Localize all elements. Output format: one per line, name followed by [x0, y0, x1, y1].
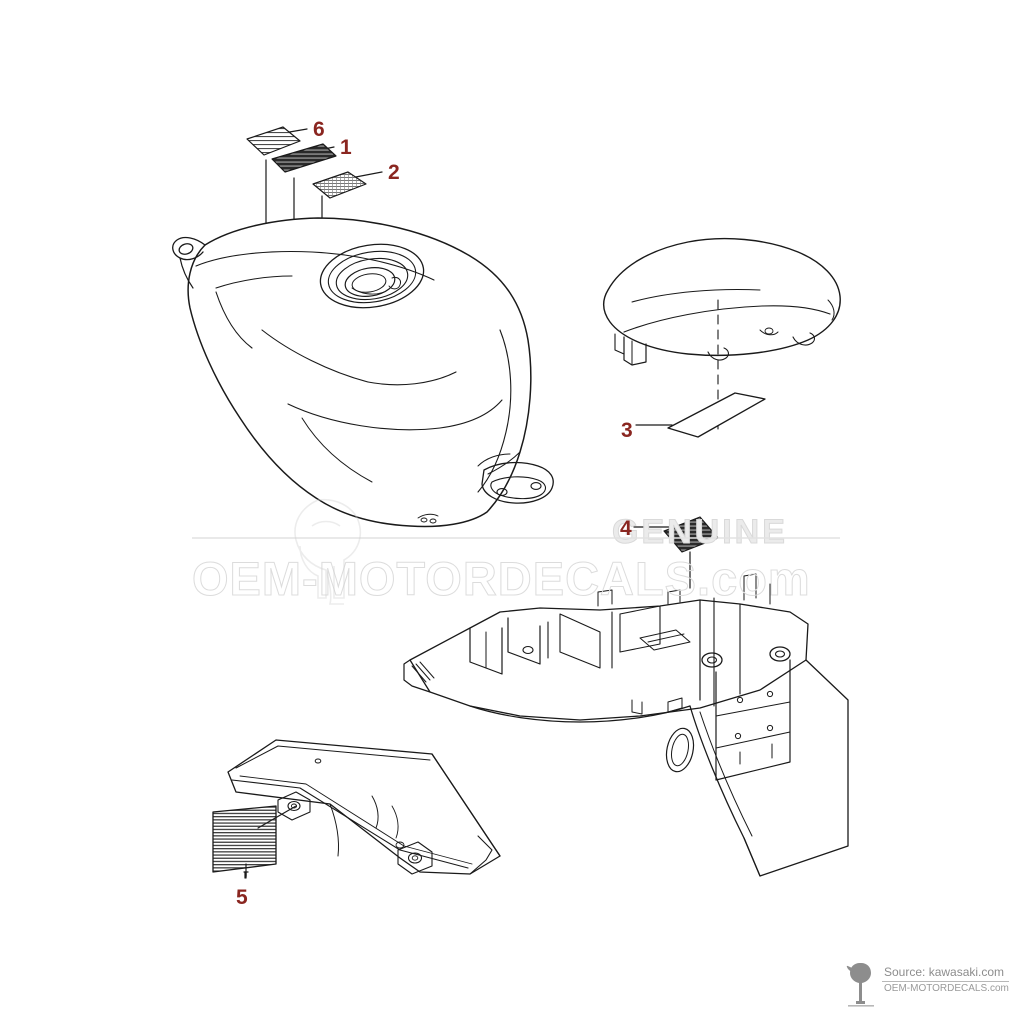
callout-2: 2 [388, 161, 400, 184]
footer-site: OEM-MOTORDECALS.com [884, 983, 1009, 994]
callout-4: 4 [620, 517, 632, 540]
decal-item-1 [271, 143, 337, 173]
watermark-genuine: GENUINE [612, 513, 788, 552]
decal-item-5 [212, 805, 277, 873]
footer-attribution: Source: kawasaki.com OEM-MOTORDECALS.com [846, 957, 1009, 1009]
toucan-logo [846, 963, 874, 1007]
chain-guard [227, 739, 501, 875]
fuel-tank [172, 217, 554, 528]
decal-item-6 [246, 126, 301, 156]
leader-line-4 [633, 526, 691, 589]
footer-source: Source: kawasaki.com [882, 965, 1009, 982]
rear-inner-fender [403, 573, 849, 877]
callout-3: 3 [621, 419, 633, 442]
callout-6: 6 [313, 118, 325, 141]
decal-item-3 [667, 392, 766, 438]
leader-line-5 [243, 805, 297, 879]
seat-cowl-cover [603, 237, 841, 431]
watermark-site: OEM-MOTORDECALS.com [192, 552, 811, 606]
callout-1: 1 [340, 136, 352, 159]
decal-item-2 [312, 171, 367, 199]
callout-5: 5 [236, 886, 248, 909]
